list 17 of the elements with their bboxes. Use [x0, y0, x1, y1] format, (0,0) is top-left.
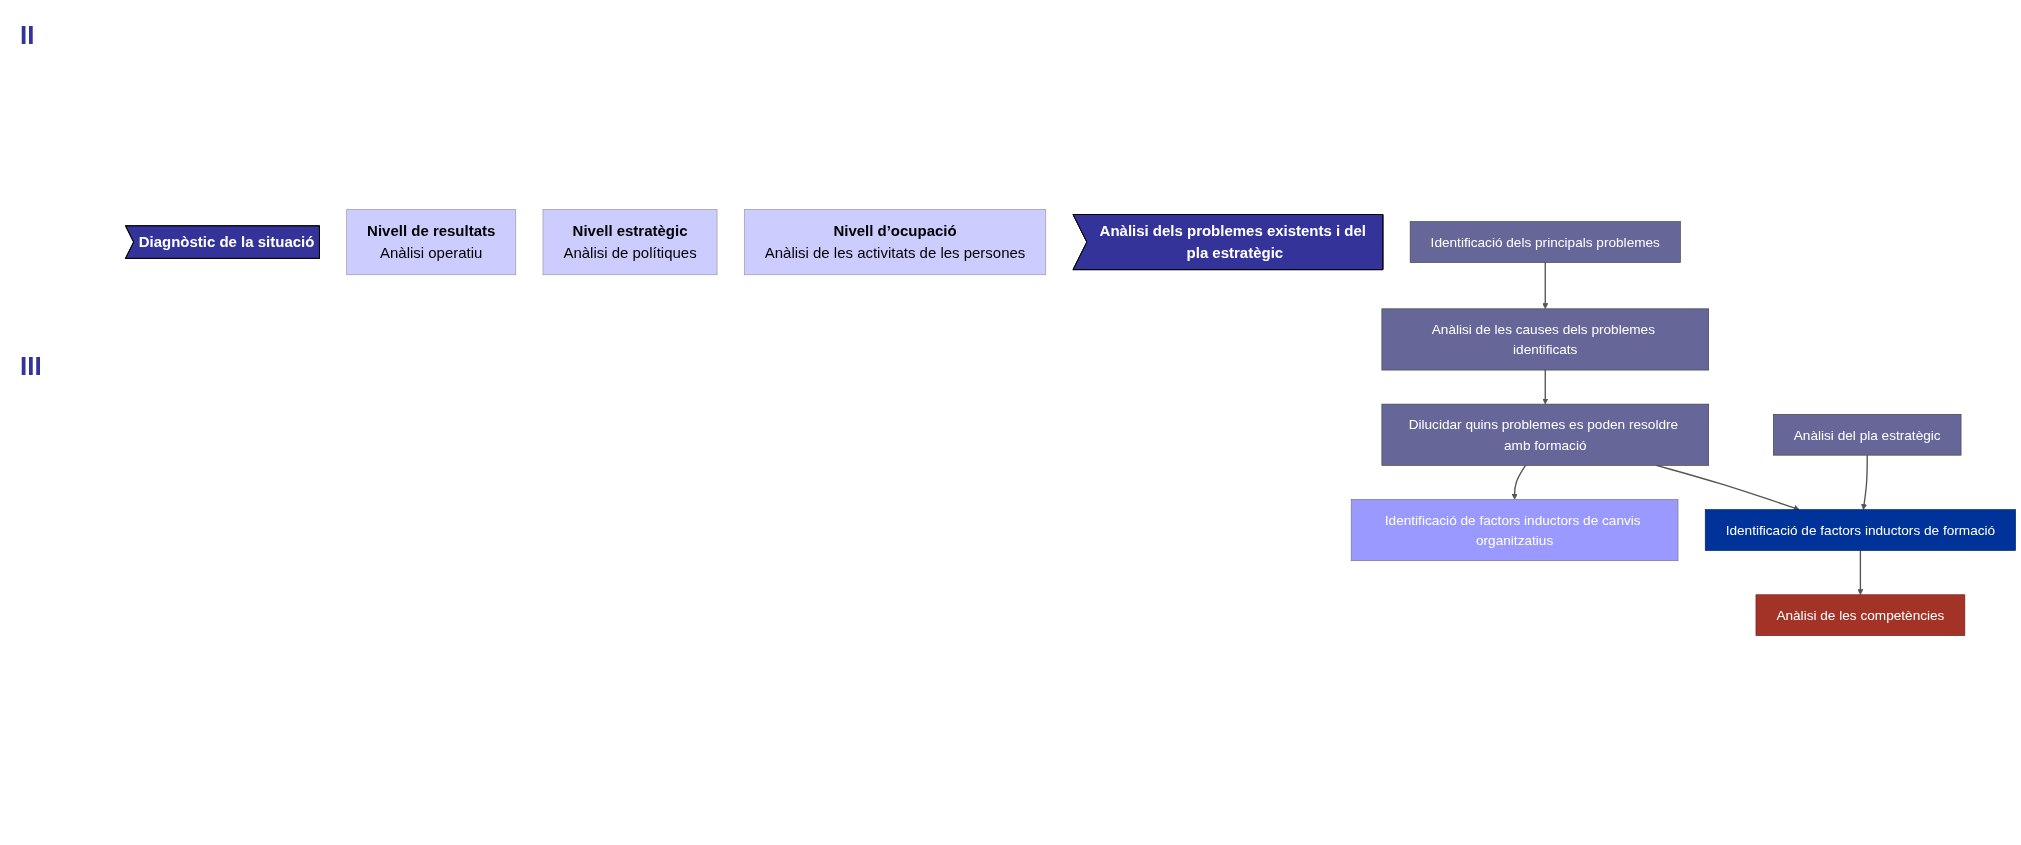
arrow [1542, 369, 1549, 405]
level-label: III [20, 351, 43, 382]
node-box: Identificació de factors inductors de canvis organitzatius [1350, 499, 1679, 562]
node-box: Anàlisi de les causes dels problemes identificats [1381, 308, 1709, 371]
node-box: Nivell estratègic Anàlisi de polítiques [542, 209, 718, 276]
node-box: Anàlisi de les competències [1755, 594, 1966, 636]
arrow [1861, 454, 1868, 510]
node-box: Nivell de resultats Anàlisi operatiu [346, 209, 517, 276]
arrow [1542, 261, 1549, 310]
node-box: Identificació de factors inductors de formació [1704, 509, 2016, 551]
arrow [1857, 549, 1864, 596]
node-box: Anàlisi del pla estratègic [1773, 414, 1962, 456]
arrow [1511, 464, 1527, 500]
node-box: Nivell d’ocupació Anàlisi de les activitats de les persones [743, 209, 1047, 276]
level-label: II [20, 20, 36, 51]
node-box: Dilucidar quins problemes es poden resoldre amb formació [1381, 403, 1709, 466]
node-box: Identificació dels principals problemes [1409, 221, 1681, 263]
